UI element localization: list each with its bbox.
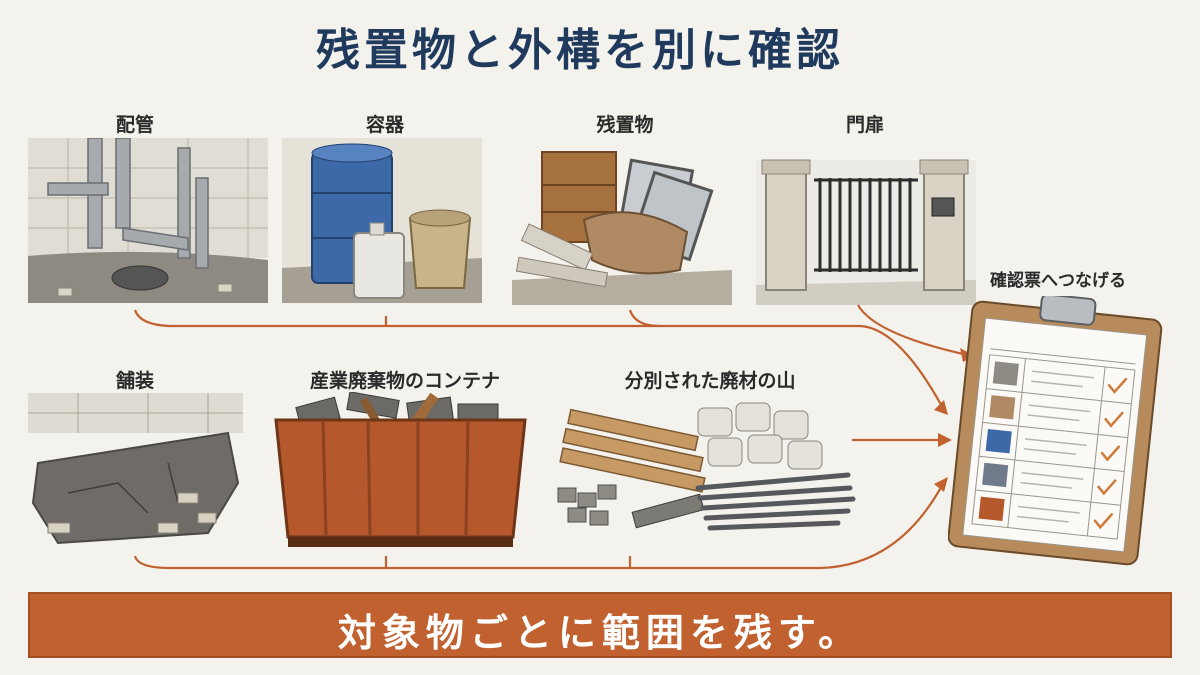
containers-illustration bbox=[282, 138, 482, 303]
label-containers: 容器 bbox=[365, 114, 404, 136]
label-waste-container: 産業廃棄物のコンテナ bbox=[309, 370, 500, 392]
page-title: 残置物と外構を別に確認 bbox=[316, 25, 844, 76]
clipboard-label: 確認票へつなげる bbox=[990, 271, 1126, 291]
gate-illustration bbox=[756, 159, 976, 305]
label-leftover-items: 残置物 bbox=[596, 114, 654, 136]
pavement-illustration bbox=[28, 393, 243, 545]
label-gate: 門扉 bbox=[845, 114, 884, 136]
label-sorted-waste-pile: 分別された廃材の山 bbox=[624, 370, 796, 392]
label-pavement: 舗装 bbox=[115, 370, 154, 392]
piping-illustration bbox=[28, 138, 268, 303]
sorted-waste-illustration bbox=[557, 402, 856, 531]
leftover-items-illustration bbox=[512, 151, 732, 305]
summary-banner: 対象物ごとに範囲を残す。 bbox=[28, 592, 1172, 658]
banner-text: 対象物ごとに範囲を残す。 bbox=[337, 611, 863, 655]
label-piping: 配管 bbox=[115, 114, 154, 136]
clipboard-illustration bbox=[948, 296, 1163, 566]
waste-container-illustration bbox=[274, 392, 527, 547]
